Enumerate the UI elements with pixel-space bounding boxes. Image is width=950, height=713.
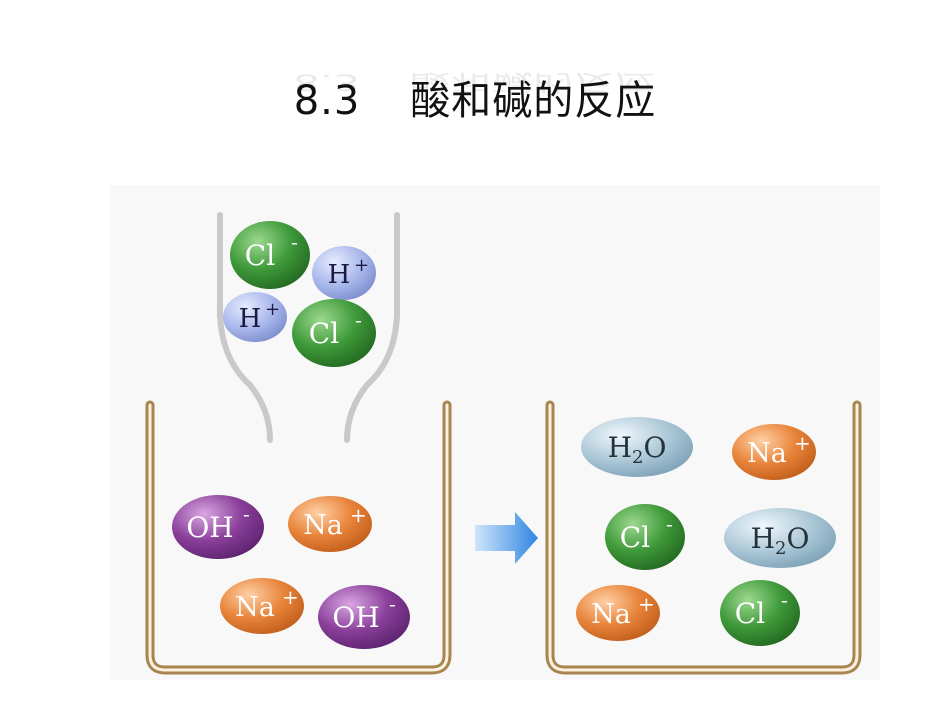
- dropper-left-wall: [217, 212, 273, 443]
- svg-text:H: H: [239, 304, 262, 334]
- reaction-diagram: Cl - H + H + Cl - OH - Na +: [145, 212, 862, 675]
- ion-na-right-1: Na +: [732, 424, 816, 480]
- svg-text:+: +: [794, 431, 811, 455]
- right-beaker: [545, 400, 862, 675]
- svg-text:-: -: [291, 230, 298, 254]
- slide-title: 8.3 酸和碱的反应 8.3 酸和碱的反应: [0, 68, 950, 138]
- ion-cl-dropper-1: Cl -: [230, 221, 310, 289]
- svg-text:Na: Na: [235, 592, 275, 623]
- ion-na-right-2: Na +: [576, 585, 660, 641]
- svg-text:+: +: [265, 299, 280, 320]
- molecule-h2o-right-1: H2O: [581, 417, 693, 477]
- svg-text:+: +: [354, 255, 369, 276]
- svg-text:Cl: Cl: [735, 597, 765, 630]
- svg-text:Cl: Cl: [309, 317, 339, 350]
- ion-na-left-2: Na +: [220, 578, 304, 634]
- ion-h-dropper-1: H +: [312, 246, 376, 300]
- svg-text:Cl: Cl: [245, 239, 275, 272]
- svg-text:-: -: [666, 512, 673, 536]
- dropper-right-wall: [344, 212, 400, 443]
- ion-cl-right-2: Cl -: [720, 580, 800, 646]
- svg-text:-: -: [355, 308, 362, 332]
- reaction-arrow: [475, 512, 538, 564]
- svg-text:Cl: Cl: [620, 521, 650, 554]
- svg-text:H: H: [328, 260, 351, 290]
- ion-cl-dropper-2: Cl -: [292, 299, 376, 367]
- svg-text:-: -: [243, 502, 250, 526]
- svg-text:OH: OH: [186, 511, 233, 544]
- svg-text:-: -: [781, 588, 788, 612]
- svg-text:Na: Na: [591, 599, 631, 630]
- acid-dropper: [217, 212, 400, 443]
- svg-text:H2O: H2O: [751, 522, 810, 559]
- svg-text:+: +: [638, 592, 655, 616]
- svg-text:+: +: [282, 585, 299, 609]
- ion-h-dropper-2: H +: [223, 292, 287, 342]
- ion-oh-left-2: OH -: [318, 585, 410, 649]
- svg-text:OH: OH: [332, 601, 379, 634]
- page-title: 8.3 酸和碱的反应: [0, 68, 950, 126]
- svg-text:Na: Na: [303, 510, 343, 541]
- left-beaker: [145, 400, 452, 675]
- reaction-figure: Cl - H + H + Cl - OH - Na +: [110, 185, 880, 680]
- ion-na-left-1: Na +: [288, 496, 372, 552]
- ion-oh-left-1: OH -: [172, 495, 264, 559]
- molecule-h2o-right-2: H2O: [724, 508, 836, 568]
- svg-text:+: +: [350, 503, 367, 527]
- ion-cl-right-1: Cl -: [605, 504, 685, 570]
- title-number: 8.3: [293, 78, 361, 124]
- svg-text:Na: Na: [747, 438, 787, 469]
- svg-text:-: -: [389, 592, 396, 616]
- svg-text:H2O: H2O: [608, 431, 667, 468]
- title-text: 酸和碱的反应: [410, 78, 657, 124]
